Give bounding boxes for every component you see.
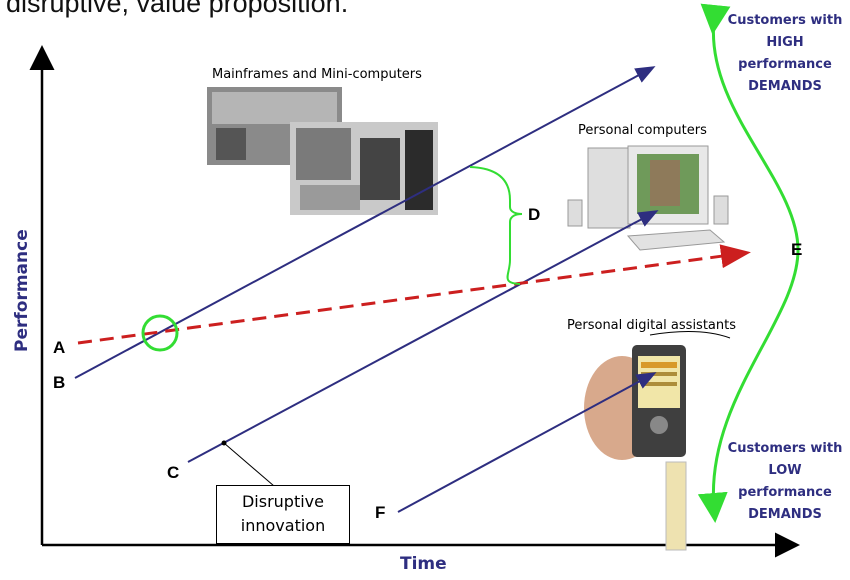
y-axis-label: Performance <box>12 229 32 352</box>
segment-low-line-1: Customers with <box>727 441 843 456</box>
caption-mainframes: Mainframes and Mini-computers <box>212 67 422 82</box>
mainframes-photo <box>207 87 438 215</box>
segment-high-line-1: Customers with <box>727 13 843 28</box>
segment-high-line-3: performance <box>738 57 832 72</box>
disruptive-innovation-box: Disruptive innovation <box>216 485 350 544</box>
label-e: E <box>791 240 803 259</box>
caption-personal-computers: Personal computers <box>578 123 707 138</box>
header-text: disruptive, value proposition. <box>6 0 349 18</box>
segment-high-line-4: DEMANDS <box>748 79 822 94</box>
segment-low-line-3: performance <box>738 485 832 500</box>
trajectory-c <box>187 210 659 463</box>
trajectory-f <box>397 372 657 513</box>
segment-high-line-2: HIGH <box>766 35 804 50</box>
x-axis-label: Time <box>400 554 447 574</box>
segment-low-demand: Customers with LOW performance DEMANDS <box>724 438 846 526</box>
disruptive-line-2: innovation <box>240 516 326 535</box>
caption-pdas: Personal digital assistants <box>567 318 736 333</box>
disruptive-pointer <box>223 442 275 487</box>
segment-low-line-2: LOW <box>768 463 802 478</box>
demand-range-curve <box>697 3 800 523</box>
label-c: C <box>167 463 180 482</box>
segment-low-line-4: DEMANDS <box>748 507 822 522</box>
label-b: B <box>53 373 66 392</box>
intersection-circle <box>141 314 179 352</box>
pda-photo <box>584 345 687 551</box>
segment-high-demand: Customers with HIGH performance DEMANDS <box>724 10 846 98</box>
label-d: D <box>528 205 541 224</box>
trajectory-b <box>74 66 656 379</box>
label-a: A <box>53 338 66 357</box>
personal-computer-photo <box>567 145 729 251</box>
pda-caption-line <box>649 331 731 339</box>
performance-gap-bracket <box>469 166 523 285</box>
demand-line-a <box>77 244 751 345</box>
disruptive-line-1: Disruptive <box>241 492 324 511</box>
label-f: F <box>375 503 386 522</box>
